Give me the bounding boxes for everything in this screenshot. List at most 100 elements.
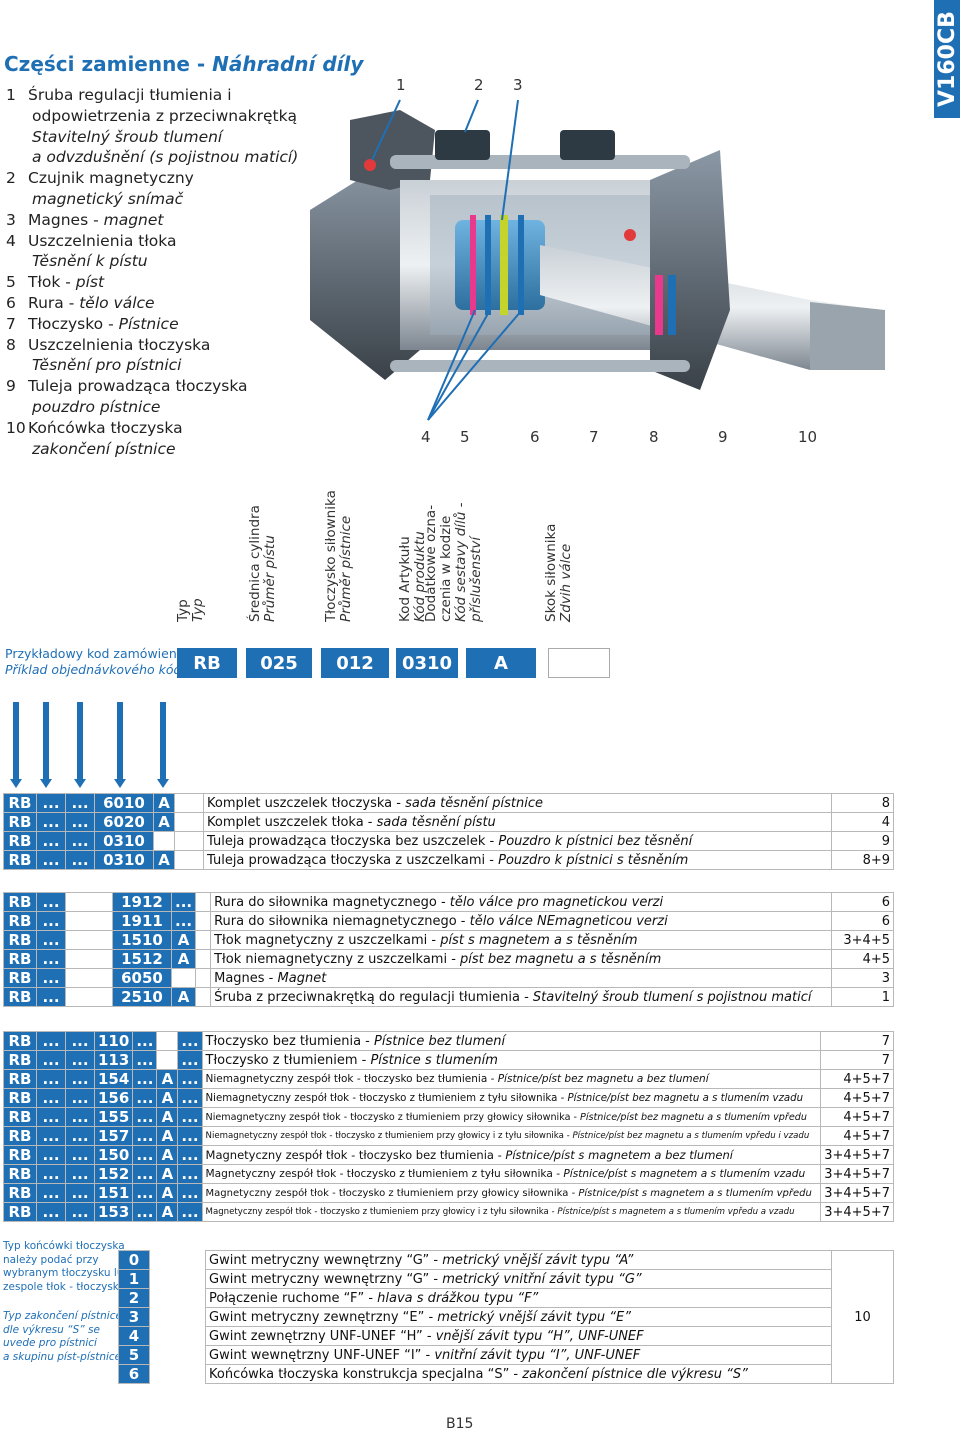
code-extra: A <box>156 1164 179 1184</box>
code-rod: ... <box>65 1050 95 1070</box>
table-row: 2 <box>118 1288 150 1308</box>
code-bore: ... <box>36 892 66 912</box>
description-pl: Połączenie ruchome “F” - <box>209 1290 378 1306</box>
table-row: 5 <box>118 1345 150 1365</box>
rod-seal-b <box>668 275 676 335</box>
code-bore: ... <box>36 987 66 1007</box>
code-bore: ... <box>36 930 66 950</box>
part-number: 6 <box>6 293 16 312</box>
code-extra: A <box>170 930 197 950</box>
part-ref: 8+9 <box>831 850 894 870</box>
row-description: Śruba z przeciwnakrętką do regulacji tłu… <box>210 987 832 1007</box>
part-ref: 8 <box>831 793 894 813</box>
piston-seal-b <box>485 215 491 315</box>
code-extra <box>153 831 175 851</box>
code-extra: A <box>156 1126 179 1146</box>
description-pl: Komplet uszczelek tłoczyska - <box>207 795 406 811</box>
code-header-line: Průměr pístu <box>262 535 278 622</box>
spacer-cell <box>174 793 204 813</box>
part-line: Těsnění pro pístnici <box>6 355 336 376</box>
table-row: Gwint metryczny wewnętrzny “G” - metrick… <box>205 1250 894 1384</box>
row-description: Tłok magnetyczny z uszczelkami - píst s … <box>210 930 832 950</box>
code-extra: A <box>156 1107 179 1127</box>
code-bore: ... <box>36 1031 66 1051</box>
description-cz: Pístnice/píst s magnetem a s tlumením vp… <box>557 1207 795 1217</box>
part-ref: 4 <box>831 812 894 832</box>
code-rod: ... <box>65 1069 95 1089</box>
code-article-suffix: ... <box>132 1088 158 1108</box>
code-rod-end: ... <box>177 1031 203 1051</box>
part-ref: 3+4+5+7 <box>820 1183 894 1203</box>
code-article: 1512 <box>112 949 172 969</box>
code-rod: ... <box>65 1202 95 1222</box>
description-cz: Pístnice s tlumením <box>370 1052 498 1068</box>
part-text-cz: píst <box>75 273 105 292</box>
row-description: Tuleja prowadząca tłoczyska bez uszczele… <box>203 831 832 851</box>
code-rod-end: ... <box>177 1164 203 1184</box>
code-rod: ... <box>65 1183 95 1203</box>
code-extra: A <box>153 793 175 813</box>
tie-rod-bottom <box>390 360 690 372</box>
piston-seal-c <box>518 215 524 315</box>
description-cz: tělo válce NEmagneticou verzi <box>469 913 668 929</box>
callout-line-4b <box>427 309 491 421</box>
part-text: Rura - <box>28 293 80 312</box>
description-cz: metrický vnější závit typu “E” <box>437 1309 631 1325</box>
callout-line-4c <box>427 309 523 421</box>
cushion-screw-rear <box>364 159 376 171</box>
description-cz: Pístnice/píst s magnetem a s tlumením vp… <box>578 1187 812 1199</box>
table-row: RB......110......Tłoczysko bez tłumienia… <box>3 1031 894 1051</box>
callout-line-1 <box>371 99 401 161</box>
connector-arrow <box>157 779 169 788</box>
code-rod-end: ... <box>177 1050 203 1070</box>
example-code-article: 0310 <box>396 648 458 678</box>
code-type: RB <box>3 1164 37 1184</box>
example-code-stroke-empty <box>548 648 610 678</box>
code-article: 150 <box>93 1145 134 1165</box>
description-cz: Magnet <box>277 970 327 986</box>
part-text: pouzdro pístnice <box>32 397 161 416</box>
code-article: 153 <box>93 1202 134 1222</box>
table-row: RB......152...A...Magnetyczny zespół tło… <box>3 1164 894 1184</box>
code-article-suffix: ... <box>132 1069 158 1089</box>
cushion-screw-front <box>624 229 636 241</box>
code-extra: ... <box>170 911 197 931</box>
code-article-suffix: ... <box>132 1183 158 1203</box>
spacer-cell <box>65 892 113 912</box>
row-description: Rura do siłownika magnetycznego - tělo v… <box>210 892 832 912</box>
code-article-suffix: ... <box>132 1031 158 1051</box>
part-text: odpowietrzenia z przeciwnakrętką <box>32 106 298 125</box>
code-extra <box>170 968 197 988</box>
code-rod: ... <box>65 831 95 851</box>
code-rod-end: ... <box>177 1202 203 1222</box>
code-type: RB <box>3 793 37 813</box>
part-ref: 3+4+5+7 <box>820 1145 894 1165</box>
part-line: zakončení pístnice <box>6 439 336 460</box>
part-number: 5 <box>6 273 16 292</box>
table-row: 1 <box>118 1269 150 1289</box>
code-article-suffix: ... <box>132 1126 158 1146</box>
code-bore: ... <box>36 1107 66 1127</box>
part-text: Magnes - <box>28 210 104 229</box>
code-header-line: Dodatkowe ozna- <box>423 504 439 622</box>
code-article-suffix: ... <box>132 1164 158 1184</box>
table-row: 0 <box>118 1250 150 1270</box>
code-bore: ... <box>36 793 66 813</box>
row-description: Połączenie ruchome “F” - hlava s drážkou… <box>205 1288 832 1308</box>
code-article-suffix: ... <box>132 1202 158 1222</box>
code-type: RB <box>3 1069 37 1089</box>
code-extra: A <box>170 987 197 1007</box>
code-extra: A <box>156 1145 179 1165</box>
part-text-cz: magnet <box>103 210 164 229</box>
table-row: Gwint metryczny wewnętrzny “G” - metrick… <box>205 1269 894 1289</box>
